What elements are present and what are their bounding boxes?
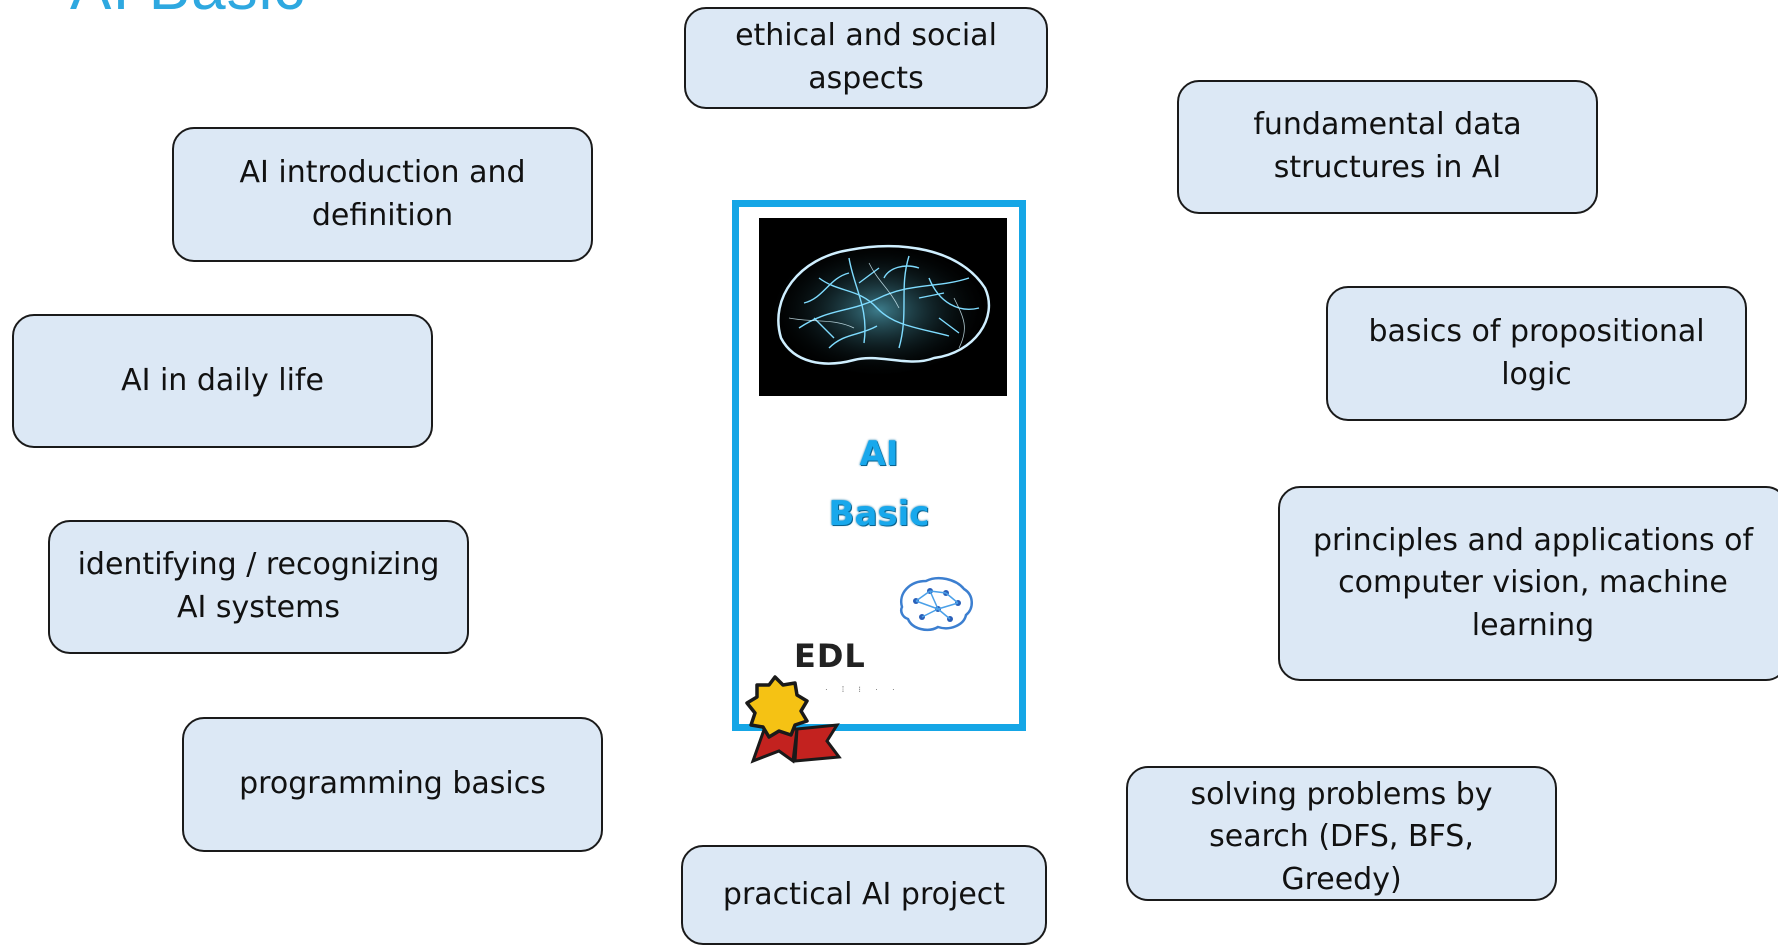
edl-logo: EDL <box>794 637 866 675</box>
brain-circuit-icon <box>894 573 978 642</box>
edl-logo-subtext: · ⁞ ⁝ · · <box>825 685 901 694</box>
topic-computer-vision: principles and applications of computer … <box>1278 486 1778 681</box>
award-ribbon-icon <box>735 675 855 770</box>
topic-propositional-logic: basics of propositional logic <box>1326 286 1747 421</box>
topic-practical-project: practical AI project <box>681 845 1047 945</box>
topic-search-problems: solving problems by search (DFS, BFS, Gr… <box>1126 766 1557 901</box>
topic-identifying-ai: identifying / recognizing AI systems <box>48 520 469 654</box>
topic-ai-introduction: AI introduction and definition <box>172 127 593 262</box>
topic-programming-basics: programming basics <box>182 717 603 852</box>
topic-data-structures: fundamental data structures in AI <box>1177 80 1598 214</box>
topic-ai-daily-life: AI in daily life <box>12 314 433 448</box>
card-title-line1: AI <box>859 434 899 474</box>
page-title: AI Basic <box>70 0 305 20</box>
course-card: AI Basic EDL · ⁞ ⁝ · · <box>732 200 1026 731</box>
topic-ethical-social: ethical and social aspects <box>684 7 1048 109</box>
brain-network-icon <box>759 218 1007 396</box>
card-title-line2: Basic <box>828 494 930 534</box>
